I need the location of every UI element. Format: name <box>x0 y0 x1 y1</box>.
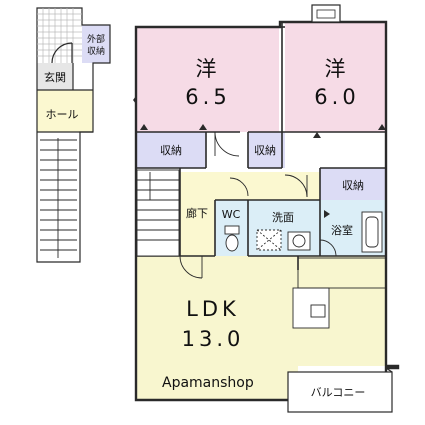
hall-label: ホール <box>46 108 79 121</box>
left-stair-block <box>36 7 111 263</box>
ldk-area <box>136 256 298 400</box>
balcony-label: バルコニー <box>311 386 366 399</box>
balcony-block <box>287 367 393 413</box>
inner-walls <box>136 22 386 270</box>
outdoor-storage-label-2: 収納 <box>87 45 105 57</box>
storage-2-label: 収納 <box>254 144 276 157</box>
watermark: Apamanshop <box>162 375 254 391</box>
west-room-1-type: 洋 <box>196 57 221 81</box>
door-swings <box>179 131 337 279</box>
window-top <box>311 4 341 23</box>
storage-1-area <box>136 132 206 168</box>
west-room-1-size: 6.5 <box>185 85 230 109</box>
corridor-label: 廊下 <box>186 206 208 220</box>
west-room-2-size: 6.0 <box>314 85 359 109</box>
hall-area <box>37 90 93 132</box>
washroom-fixtures <box>256 229 311 251</box>
wc-label: WC <box>222 208 241 221</box>
corridor-top-area <box>180 172 320 200</box>
interior-stairs <box>136 169 180 257</box>
storage-2-area <box>248 132 285 168</box>
storage-1-label: 収納 <box>160 144 182 157</box>
outdoor-storage-area <box>82 25 110 63</box>
entrance-area <box>37 63 73 90</box>
bathtub-fixture <box>361 211 383 253</box>
west-room-2-area <box>285 22 386 132</box>
storage-3-label: 収納 <box>342 179 364 192</box>
west-room-1-area <box>137 27 279 132</box>
west-room-2-type: 洋 <box>325 57 350 81</box>
washroom-label: 洗面 <box>272 211 294 224</box>
ldk-type: LDK <box>186 297 240 321</box>
toilet-fixture <box>224 225 240 252</box>
entrance-label: 玄関 <box>44 70 66 84</box>
ldk-size: 13.0 <box>182 327 245 351</box>
storage-3-area <box>320 168 386 200</box>
bathroom-label: 浴室 <box>331 223 353 237</box>
kitchen-counter <box>292 257 387 329</box>
outdoor-storage-label-1: 外部 <box>87 33 105 45</box>
markers <box>133 96 386 218</box>
